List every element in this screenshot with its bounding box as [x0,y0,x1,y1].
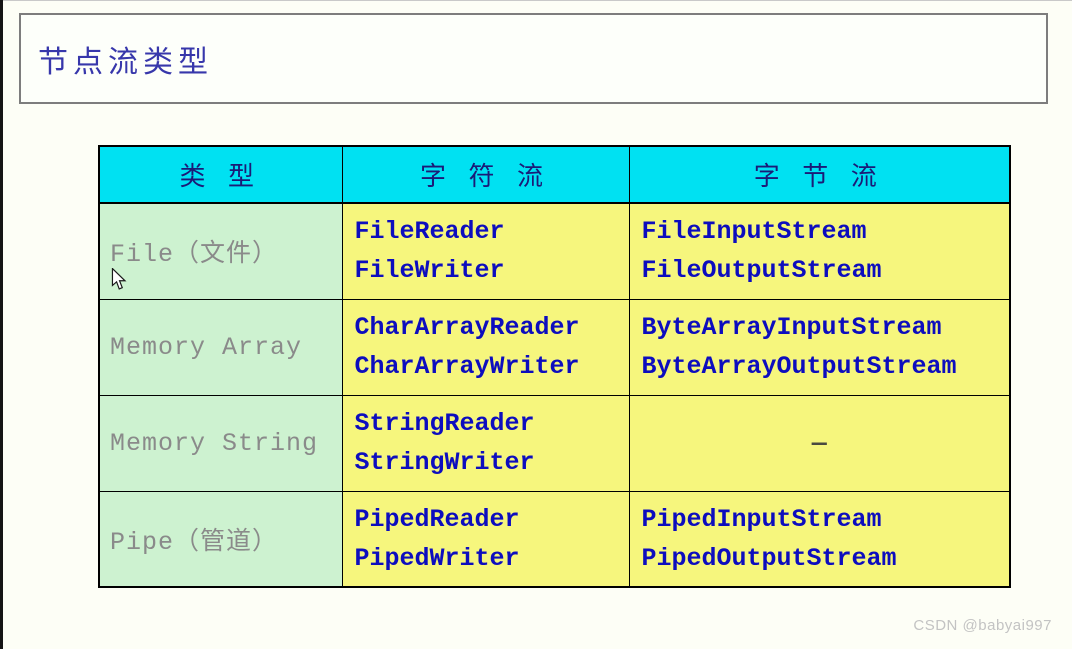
byte-stream-cell: FileInputStream FileOutputStream [628,202,1011,300]
type-cell: Pipe（管道） [98,490,343,588]
top-edge-line [0,0,1072,1]
mouse-pointer-icon [111,268,127,290]
table-row-file: File（文件） FileReader FileWriter FileInput… [98,202,1011,300]
type-label: File（文件） [110,240,279,270]
class-name: StringReader [354,409,535,438]
page-title: 节点流类型 [38,45,213,79]
byte-stream-cell-empty: — [628,394,1011,492]
char-stream-cell: FileReader FileWriter [341,202,630,300]
type-cell: Memory Array [98,298,343,396]
class-name: ByteArrayInputStream [641,313,942,342]
type-label: Memory String [110,428,319,458]
class-name: StringWriter [354,448,535,477]
class-name: FileReader [354,217,505,247]
type-cell: File（文件） [98,202,343,300]
header-cell-char-stream: 字 符 流 [341,145,630,204]
char-stream-cell: PipedReader PipedWriter [341,490,630,588]
class-name: CharArrayWriter [354,352,580,381]
node-stream-table: 类 型 字 符 流 字 节 流 File（文件） FileReader File… [98,145,1011,588]
class-name: ByteArrayOutputStream [641,352,957,381]
class-name: FileWriter [354,256,505,286]
char-stream-cell: StringReader StringWriter [341,394,630,492]
type-cell: Memory String [98,394,343,492]
class-name: FileInputStream [641,217,867,247]
class-name: PipedWriter [354,543,520,573]
class-name: PipedReader [354,504,520,534]
table-row-pipe: Pipe（管道） PipedReader PipedWriter PipedIn… [98,490,1011,588]
title-box: 节点流类型 [19,13,1048,104]
char-stream-cell: CharArrayReader CharArrayWriter [341,298,630,396]
class-name: PipedInputStream [641,504,882,534]
class-name: CharArrayReader [354,313,580,342]
byte-stream-cell: PipedInputStream PipedOutputStream [628,490,1011,588]
byte-stream-cell: ByteArrayInputStream ByteArrayOutputStre… [628,298,1011,396]
watermark-text: CSDN @babyai997 [913,617,1052,634]
type-label: Pipe（管道） [110,527,279,557]
class-name: PipedOutputStream [641,543,897,573]
class-name: FileOutputStream [641,256,882,286]
table-header-row: 类 型 字 符 流 字 节 流 [98,145,1011,204]
left-edge-strip [0,0,3,649]
header-cell-type: 类 型 [98,145,343,204]
empty-dash: — [811,428,827,458]
table-row-memory-string: Memory String StringReader StringWriter … [98,394,1011,492]
table-row-memory-array: Memory Array CharArrayReader CharArrayWr… [98,298,1011,396]
header-cell-byte-stream: 字 节 流 [628,145,1011,204]
type-label: Memory Array [110,332,303,362]
